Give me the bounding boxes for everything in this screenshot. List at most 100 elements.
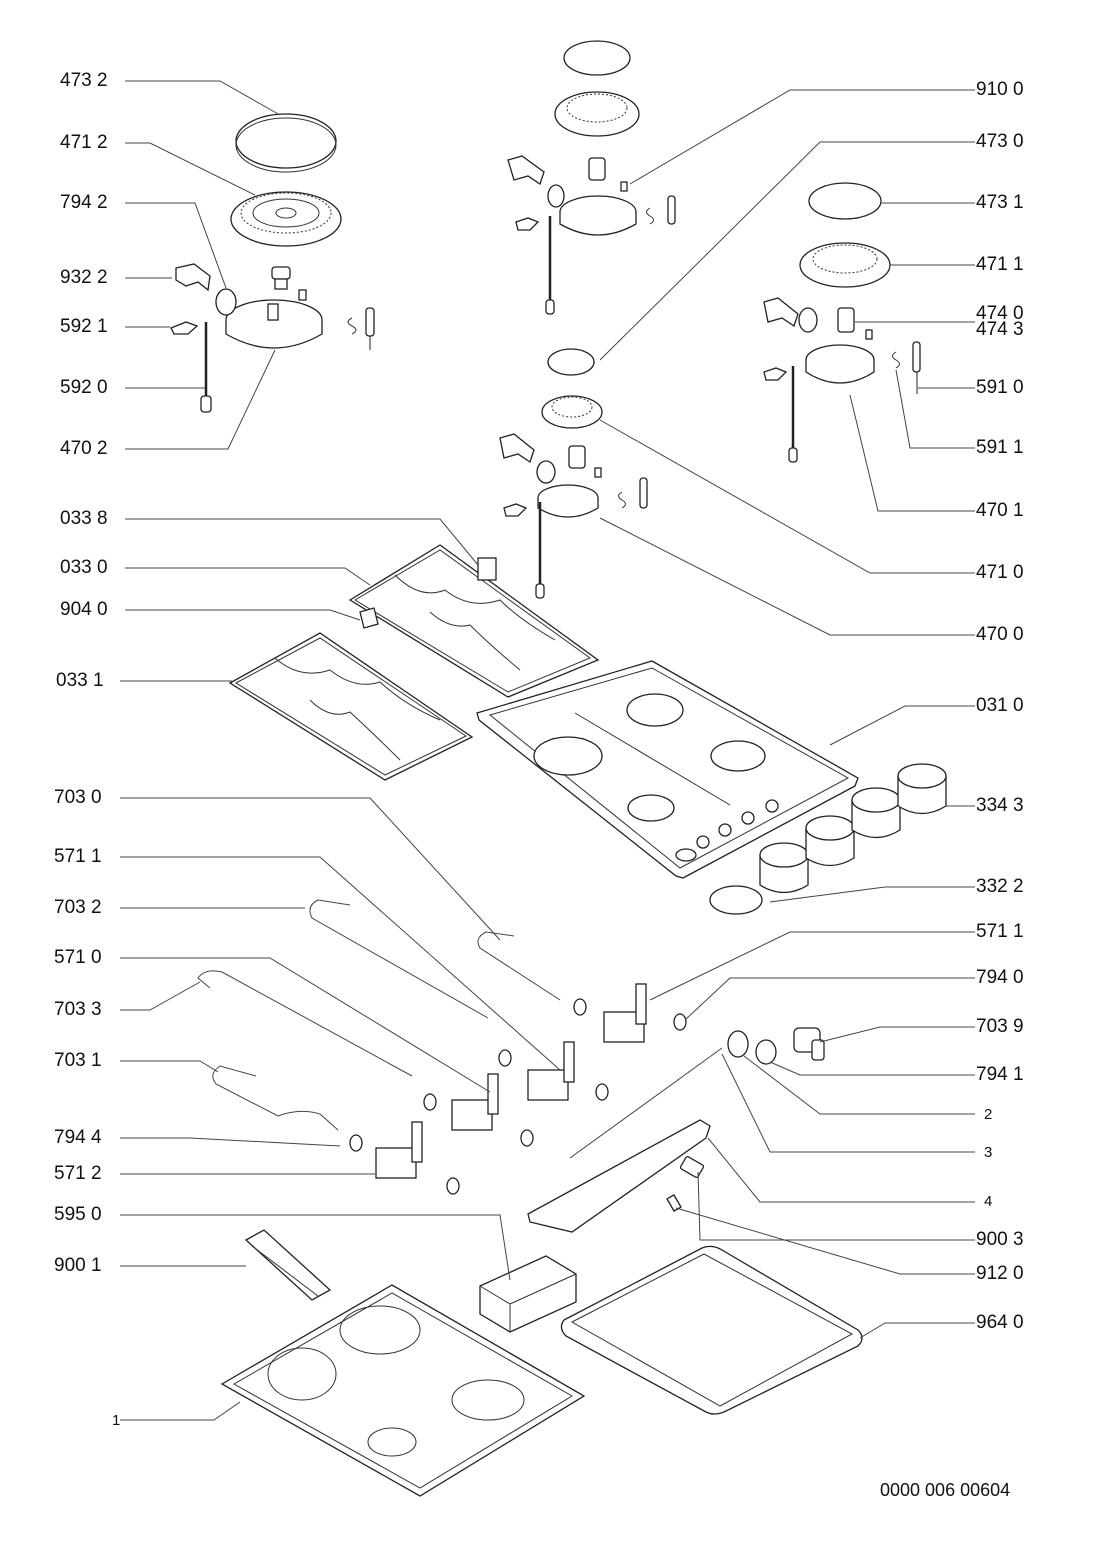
cable-holder	[244, 1229, 332, 1301]
hob-top-plate	[476, 660, 859, 879]
injector-right	[837, 307, 855, 333]
tap-seal	[423, 1093, 437, 1111]
pan-support-front	[228, 632, 474, 781]
part-label-470-1: 470 1	[976, 500, 1024, 521]
ignition-module	[479, 1255, 577, 1333]
part-label-473-1: 473 1	[976, 192, 1024, 213]
part-label-794-1: 794 1	[976, 1064, 1024, 1085]
part-label-592-1: 592 1	[60, 316, 108, 337]
injector-left	[271, 266, 291, 290]
tap-seal	[498, 1049, 512, 1067]
part-label-1: 1	[112, 1412, 121, 1429]
part-label-932-2: 932 2	[60, 267, 108, 288]
part-label-910-0: 910 0	[976, 79, 1024, 100]
spring-right	[892, 351, 900, 369]
part-label-471-0: 471 0	[976, 562, 1024, 583]
part-label-794-0: 794 0	[976, 967, 1024, 988]
gas-tap-4	[375, 1121, 423, 1179]
burner-cap-large	[235, 113, 337, 173]
spring-left	[347, 317, 357, 335]
part-label-703-1: 703 1	[54, 1050, 102, 1071]
gas-pipe-703-3	[197, 970, 413, 1077]
part-label-471-1: 471 1	[976, 254, 1024, 275]
part-label-703-0: 703 0	[54, 787, 102, 808]
burner-base-small	[537, 484, 599, 518]
part-label-571-1-right: 571 1	[976, 921, 1024, 942]
part-label-033-0: 033 0	[60, 557, 108, 578]
part-label-470-0: 470 0	[976, 624, 1024, 645]
thermocouple-right	[788, 366, 798, 463]
thermocouple-clip-top	[515, 217, 540, 231]
injector-small	[568, 445, 586, 469]
part-label-595-0: 595 0	[54, 1204, 102, 1225]
gas-pipe-main	[569, 1047, 723, 1159]
burner-cap-small	[547, 348, 595, 376]
tap-seal	[673, 1013, 687, 1031]
thermocouple-small	[535, 502, 545, 599]
part-label-904-0: 904 0	[60, 599, 108, 620]
part-label-473-2: 473 2	[60, 70, 108, 91]
part-label-703-2: 703 2	[54, 897, 102, 918]
burner-base-right	[805, 344, 875, 384]
part-label-473-0: 473 0	[976, 131, 1024, 152]
screw-small	[594, 467, 602, 478]
tap-seal	[595, 1083, 609, 1101]
burner-base-left	[225, 299, 323, 349]
tap-seal	[349, 1134, 363, 1152]
clip-top	[507, 155, 545, 186]
thermocouple-top	[545, 216, 555, 315]
part-label-964-0: 964 0	[976, 1312, 1024, 1333]
part-label-900-1: 900 1	[54, 1255, 102, 1276]
part-label-2: 2	[984, 1106, 993, 1123]
thermocouple-clip-left	[170, 321, 199, 335]
control-knob-2	[805, 815, 855, 867]
part-label-794-2: 794 2	[60, 192, 108, 213]
part-label-474-3: 474 3	[976, 319, 1024, 340]
clip-small	[499, 433, 535, 464]
gas-tap-2	[527, 1041, 575, 1101]
part-label-033-8: 033 8	[60, 508, 108, 529]
seal-ring-top	[547, 184, 565, 208]
part-label-703-3: 703 3	[54, 999, 102, 1020]
bottom-tray	[220, 1284, 586, 1497]
bracket-clip	[679, 1156, 705, 1178]
pan-support-pad	[359, 607, 379, 629]
burner-crown-right	[799, 242, 891, 288]
spring-small	[618, 491, 626, 509]
seal-ring-right	[798, 307, 818, 333]
leader-lines	[120, 80, 975, 1421]
gas-pipe-703-2	[309, 899, 489, 1019]
part-label-912-0: 912 0	[976, 1263, 1024, 1284]
thermocouple-clip-small	[503, 503, 528, 517]
part-label-571-0: 571 0	[54, 947, 102, 968]
part-label-900-3: 900 3	[976, 1229, 1024, 1250]
part-label-592-0: 592 0	[60, 377, 108, 398]
burner-cap-top	[563, 40, 631, 76]
thermocouple-clip-right	[763, 367, 788, 381]
part-label-334-3: 334 3	[976, 795, 1024, 816]
spark-plug-small	[639, 477, 648, 509]
gas-pipe-703-0	[477, 931, 561, 1001]
control-knob-1	[759, 842, 809, 894]
gas-tap-3	[451, 1073, 499, 1131]
tap-seal	[520, 1129, 534, 1147]
inlet-seal	[755, 1039, 777, 1065]
burner-crown-top	[554, 91, 640, 137]
part-label-794-4: 794 4	[54, 1127, 102, 1148]
part-label-591-0: 591 0	[976, 377, 1024, 398]
screw-right	[865, 329, 873, 340]
small-screw	[666, 1194, 682, 1212]
burner-cap-right	[808, 182, 882, 220]
part-label-3: 3	[984, 1144, 993, 1161]
thermocouple-left	[200, 322, 212, 413]
clip-left	[175, 263, 211, 292]
rail-bracket	[527, 1119, 711, 1233]
spark-plug-top	[667, 195, 676, 225]
part-label-571-1: 571 1	[54, 846, 102, 867]
pan-support-rear	[348, 544, 600, 698]
ignition-button	[709, 885, 763, 915]
injector-top	[588, 157, 606, 181]
burner-base-top	[559, 195, 637, 236]
part-label-4: 4	[984, 1193, 993, 1210]
tap-seal	[573, 998, 587, 1016]
